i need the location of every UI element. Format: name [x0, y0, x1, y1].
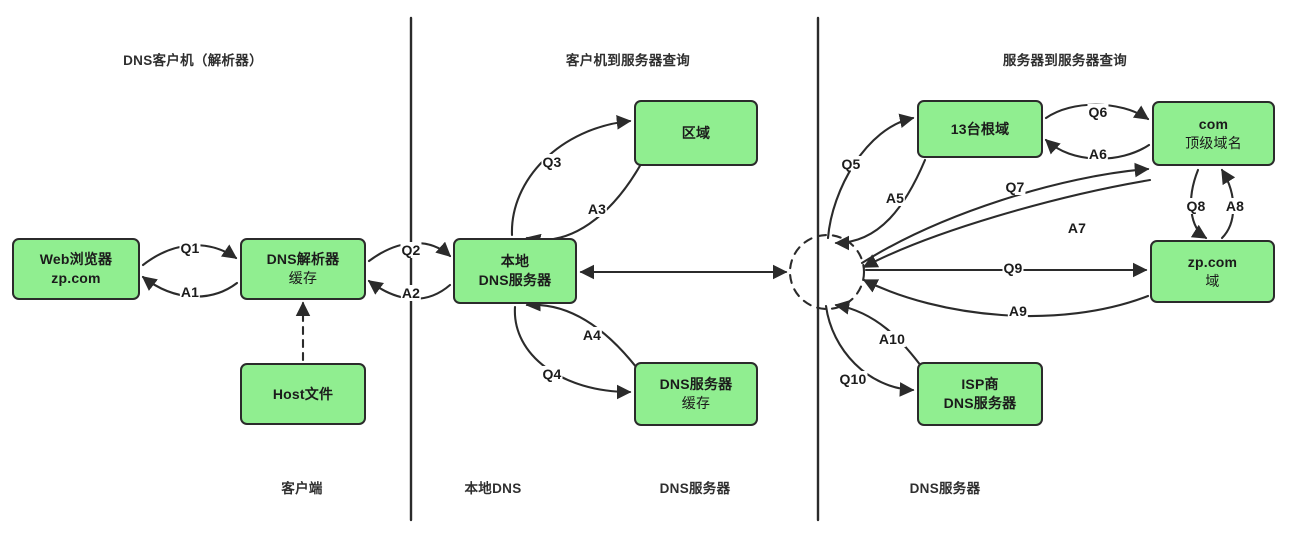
node-root-13-line1: 13台根域: [950, 120, 1010, 137]
lane-foot-dns-server-1: DNS服务器: [659, 481, 731, 496]
edge-label-q2: Q2: [400, 242, 422, 258]
node-web-browser-line2: zp.com: [51, 270, 101, 286]
lane-title-client-server: 客户机到服务器查询: [565, 53, 691, 68]
edge-label-q8: Q8: [1185, 198, 1207, 214]
edge-label-a7: A7: [1066, 220, 1088, 236]
node-com-tld-line2: 顶级域名: [1185, 134, 1242, 151]
edge-label-a10: A10: [877, 331, 907, 347]
node-dns-resolver-cache[interactable]: DNS解析器 缓存: [240, 238, 366, 300]
edge-label-a8: A8: [1224, 198, 1246, 214]
node-isp-dns-server-line1: ISP商: [961, 376, 999, 393]
lane-title-client: DNS客户机（解析器）: [123, 53, 263, 68]
node-local-dns-server-line1: 本地: [500, 253, 530, 270]
node-zp-com-domain[interactable]: zp.com 域: [1150, 240, 1275, 303]
node-zone-line1: 区域: [681, 124, 711, 141]
edge-label-q4: Q4: [541, 366, 563, 382]
internet-cloud: [788, 233, 866, 311]
node-dns-resolver-cache-line1: DNS解析器: [266, 251, 340, 268]
edge-q5: [826, 113, 915, 240]
edge-label-q1: Q1: [179, 240, 201, 256]
node-root-13[interactable]: 13台根域: [917, 100, 1043, 158]
node-web-browser-line1: Web浏览器: [39, 251, 113, 268]
edge-label-a9: A9: [1007, 303, 1029, 319]
edge-label-a6: A6: [1087, 146, 1109, 162]
edge-label-q5: Q5: [840, 156, 862, 172]
node-com-tld[interactable]: com 顶级域名: [1152, 101, 1275, 166]
node-host-file[interactable]: Host文件: [240, 363, 366, 425]
lane-foot-local-dns: 本地DNS: [464, 481, 522, 496]
node-isp-dns-server[interactable]: ISP商 DNS服务器: [917, 362, 1043, 426]
edge-label-a4: A4: [581, 327, 603, 343]
lane-foot-dns-server-2: DNS服务器: [909, 481, 981, 496]
node-local-dns-server[interactable]: 本地 DNS服务器: [453, 238, 577, 304]
node-host-file-line1: Host文件: [272, 385, 334, 402]
node-zone[interactable]: 区域: [634, 100, 758, 166]
edge-a5: [834, 158, 927, 251]
node-zp-com-domain-line1: zp.com: [1187, 253, 1238, 270]
edge-a9: [862, 278, 1150, 318]
edge-q4: [513, 305, 632, 400]
edge-q3: [510, 115, 632, 237]
edge-label-a5: A5: [884, 190, 906, 206]
edge-label-q9: Q9: [1002, 260, 1024, 276]
edge-label-q10: Q10: [838, 371, 868, 387]
lane-foot-client: 客户端: [281, 481, 323, 496]
edge-label-q6: Q6: [1087, 104, 1109, 120]
node-com-tld-line1: com: [1198, 115, 1229, 132]
node-zp-com-domain-line2: 域: [1205, 272, 1220, 289]
node-local-dns-server-line2: DNS服务器: [478, 272, 552, 288]
edge-label-q7: Q7: [1004, 179, 1026, 195]
node-dns-server-cache-line2: 缓存: [681, 395, 711, 411]
edge-label-a2: A2: [400, 285, 422, 301]
node-dns-server-cache-line1: DNS服务器: [659, 376, 733, 393]
edge-label-a3: A3: [586, 201, 608, 217]
node-web-browser[interactable]: Web浏览器 zp.com: [12, 238, 140, 300]
edge-label-a1: A1: [179, 284, 201, 300]
node-dns-resolver-cache-line2: 缓存: [288, 270, 318, 286]
lane-title-server-server: 服务器到服务器查询: [1002, 53, 1128, 68]
node-dns-server-cache[interactable]: DNS服务器 缓存: [634, 362, 758, 426]
edge-a3: [525, 162, 643, 249]
node-isp-dns-server-line2: DNS服务器: [943, 395, 1017, 411]
edge-label-q3: Q3: [541, 154, 563, 170]
